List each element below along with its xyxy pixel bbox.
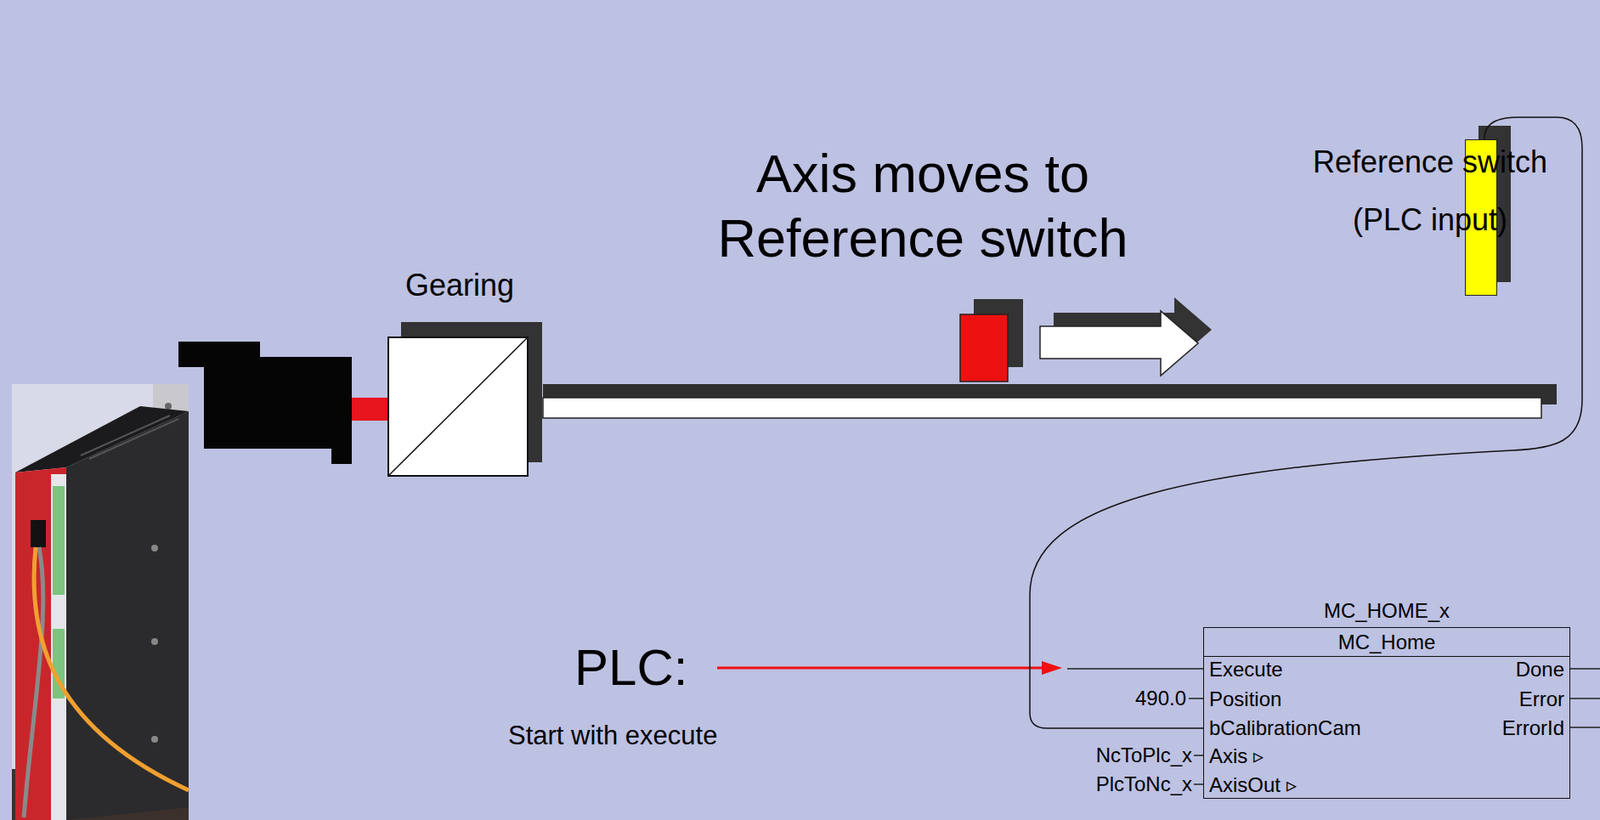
pin-line [1193,783,1204,786]
carriage [960,314,1008,382]
output-pin: ErrorId [1502,715,1565,741]
pin-line [1570,697,1600,700]
drive-front-edge [50,474,67,820]
gearing-box: Gearing [387,336,529,477]
motion-note: Axis moves to Reference switch [684,141,1161,271]
drive-front [15,467,67,820]
axis-variable: NcToPlc_x [1096,742,1193,769]
motor-flange [331,356,352,464]
output-pin: Error [1519,686,1565,713]
screw [151,735,159,743]
block-type: MC_Home [1204,629,1570,656]
screw [151,638,159,645]
rail [542,397,1542,419]
drive-top [15,406,189,473]
motor-shaft [351,397,388,421]
gearing-diagonal [389,338,527,475]
header-divider [1204,655,1570,657]
terminal-strip [52,486,65,595]
output-pin: Done [1515,656,1565,683]
photo-ground [11,384,189,820]
fibre-cable [33,547,189,791]
plc-label: PLC: [574,637,688,699]
switch-label: Reference switch (PLC input) [1302,133,1558,249]
input-pin: Position [1209,686,1282,713]
direction-arrow [1040,310,1199,376]
input-pin: Axis ▹ [1209,743,1264,769]
reference-switch: Reference switch (PLC input) [1464,139,1498,296]
pin-line [1067,667,1204,670]
mounting-hole [164,402,172,410]
instance-name: MC_HOME_x [1204,597,1570,625]
pin-line [1570,726,1600,729]
axis-variable: PlcToNc_x [1096,771,1193,798]
pin-line [1188,697,1204,700]
gearing-symbol [389,338,527,475]
input-pin: Execute [1209,656,1284,683]
function-block: MC_HOME_xMC_HomeExecutePositionbCalibrat… [1203,627,1571,799]
input-pin: bCalibrationCam [1209,715,1362,741]
screw [151,544,159,552]
connector [30,520,46,548]
vent-line [89,418,179,459]
pin-line [1193,754,1204,757]
pin-line [1570,667,1600,670]
motor-body [203,356,332,449]
start-note: Start with execute [508,720,718,752]
input-value: 490.0 [1135,685,1187,712]
start-arrowhead [1041,661,1063,675]
vent-line [80,415,170,456]
input-pin: AxisOut ▹ [1209,772,1297,798]
start-arrow [717,667,1046,670]
gearing-label: Gearing [363,270,556,301]
drive-side [66,411,189,820]
